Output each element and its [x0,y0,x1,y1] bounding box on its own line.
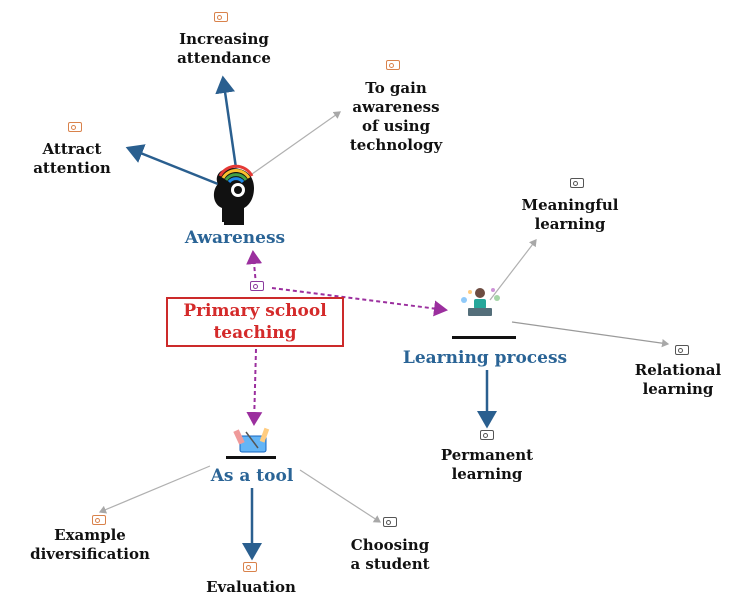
choosing-a-student-node[interactable]: Choosing a student [350,536,430,573]
link-tool-choosing [299,469,382,523]
gain-awareness-technology-node[interactable]: To gain awareness of using technology [349,79,443,154]
attachment-tag-icon[interactable] [383,517,397,527]
link-tool-example [98,465,211,514]
tool-icon-bar [226,456,276,459]
attachment-tag-icon[interactable] [214,12,228,22]
attachment-tag-icon[interactable] [570,178,584,188]
as-a-tool-node[interactable]: As a tool [210,466,294,486]
central-topic-node[interactable]: Primary school teaching [166,297,344,347]
link-center-tool [246,348,263,426]
link-learning-meaningful [489,239,537,301]
link-center-learning [271,287,448,317]
permanent-learning-node[interactable]: Permanent learning [440,446,534,483]
relational-learning-node[interactable]: Relational learning [634,361,722,398]
link-learning-relational [511,321,670,348]
meaningful-learning-node[interactable]: Meaningful learning [521,196,619,233]
person-laptop-icon [461,288,500,316]
attachment-tag-icon[interactable] [480,430,494,440]
attract-attention-node[interactable]: Attract attention [33,140,111,177]
attachment-tag-icon[interactable] [243,562,257,572]
attachment-tag-icon[interactable] [68,122,82,132]
link-center-awareness [246,250,263,286]
tools-icon [233,427,270,453]
attachment-tag-icon[interactable] [92,515,106,525]
learning-process-node[interactable]: Learning process [402,348,568,368]
link-awareness-technology [251,111,341,175]
attachment-tag-icon[interactable] [386,60,400,70]
link-awareness-attract [125,144,219,186]
head-rainbow-icon [213,164,254,222]
example-diversification-node[interactable]: Example diversification [30,526,150,563]
increasing-attendance-node[interactable]: Increasing attendance [177,30,271,67]
awareness-icon-bar [224,222,244,225]
attachment-tag-icon[interactable] [250,281,264,291]
evaluation-node[interactable]: Evaluation [206,578,296,596]
attachment-tag-icon[interactable] [675,345,689,355]
learning-icon-bar [452,336,516,339]
link-awareness-attendance [215,75,238,169]
awareness-node[interactable]: Awareness [184,228,286,248]
